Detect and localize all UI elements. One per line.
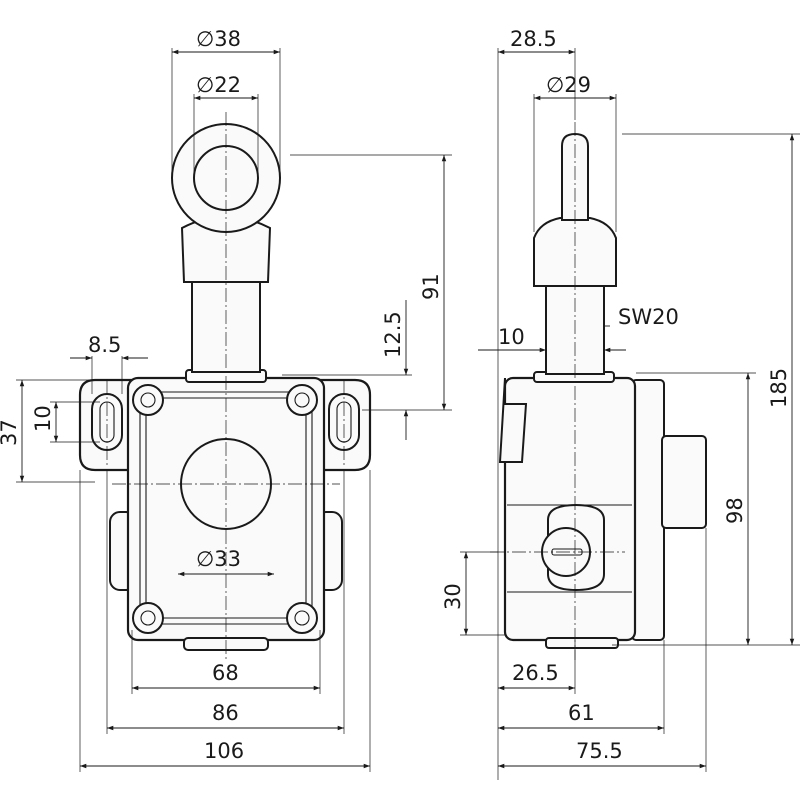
- dim-slot-width: 8.5: [88, 333, 121, 357]
- screw-tl: [132, 384, 164, 416]
- side-view: 28.5 ∅29 SW20 10 185 98 30 26.5: [441, 27, 800, 780]
- screw-tr: [286, 384, 318, 416]
- dim-slot-length: 10: [31, 405, 55, 432]
- side-knob-head: [533, 217, 617, 287]
- dim-body-height: 98: [723, 497, 747, 524]
- dim-eye-inner: ∅22: [196, 73, 241, 97]
- dim-boss: ∅33: [196, 547, 241, 571]
- dim-shaft: 10: [498, 325, 525, 349]
- dim-knob: ∅29: [546, 73, 591, 97]
- side-bottom-boss: [545, 637, 619, 649]
- dim-total-height: 185: [767, 368, 791, 408]
- dim-eye-outer: ∅38: [196, 27, 241, 51]
- dim-overall-height: 91: [419, 273, 443, 300]
- dim-flange-height: 37: [0, 419, 21, 446]
- dim-slot-height: 30: [441, 583, 465, 610]
- side-cover-plate: [631, 379, 665, 641]
- side-flange-lug: [498, 377, 528, 463]
- screw-bl: [132, 602, 164, 634]
- dim-body-depth: 61: [568, 701, 595, 725]
- dim-overall-width: 106: [204, 739, 244, 763]
- dim-overall-depth: 75.5: [576, 739, 623, 763]
- dim-screw-spacing: 68: [212, 661, 239, 685]
- dim-eye-offset: 12.5: [381, 311, 405, 358]
- dim-slot-offset: 26.5: [512, 661, 559, 685]
- side-rear-boss: [661, 435, 707, 529]
- dim-axis-offset: 28.5: [510, 27, 557, 51]
- dim-wrench: SW20: [618, 305, 679, 329]
- front-view: ∅38 ∅22 ∅33 91 12.5 8.5 37 10: [0, 27, 452, 772]
- screw-br: [286, 602, 318, 634]
- dim-body-width: 86: [212, 701, 239, 725]
